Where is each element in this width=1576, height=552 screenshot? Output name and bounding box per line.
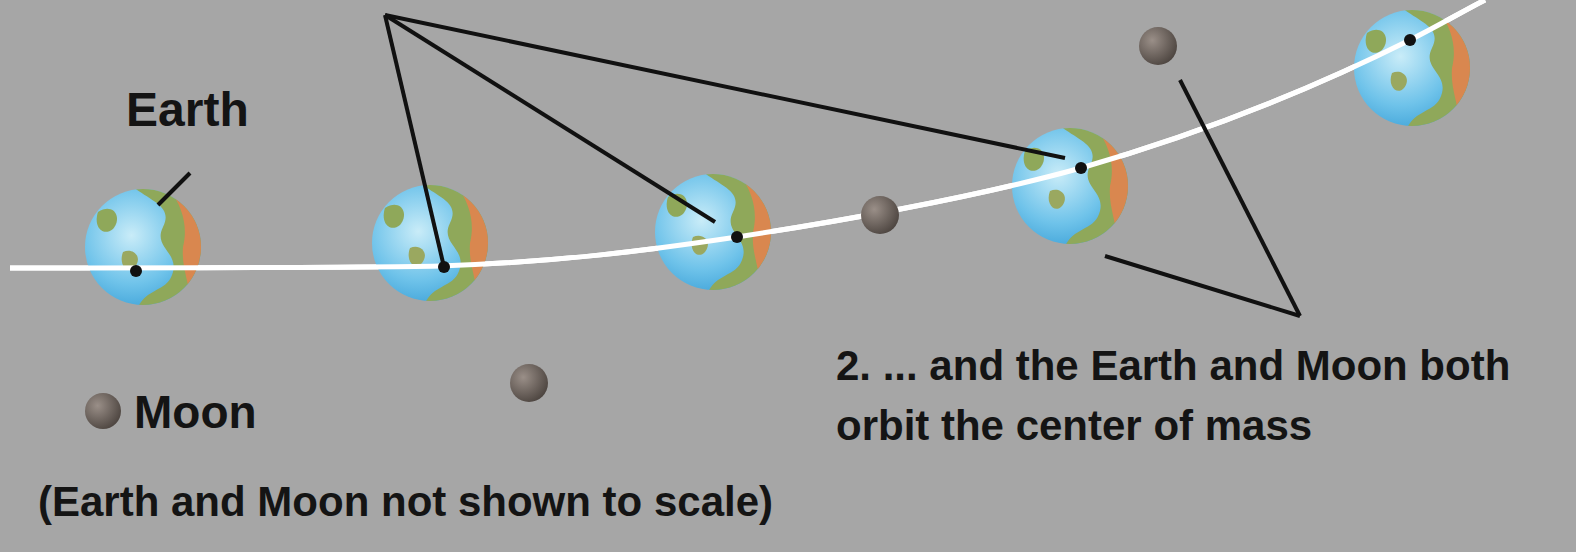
orbit-path [10, 0, 1485, 268]
center-of-mass-dots [130, 34, 1416, 277]
earth-figure [1012, 126, 1130, 246]
scale-note: (Earth and Moon not shown to scale) [38, 476, 773, 528]
leader-lines [158, 15, 1300, 316]
callout-text: 2. ... and the Earth and Moon both orbit… [836, 336, 1566, 456]
earth-label: Earth [126, 82, 249, 138]
moon-label: Moon [134, 384, 257, 440]
earth-figure [1354, 8, 1472, 128]
earth-figure [372, 183, 490, 303]
earth-figure [85, 187, 203, 307]
